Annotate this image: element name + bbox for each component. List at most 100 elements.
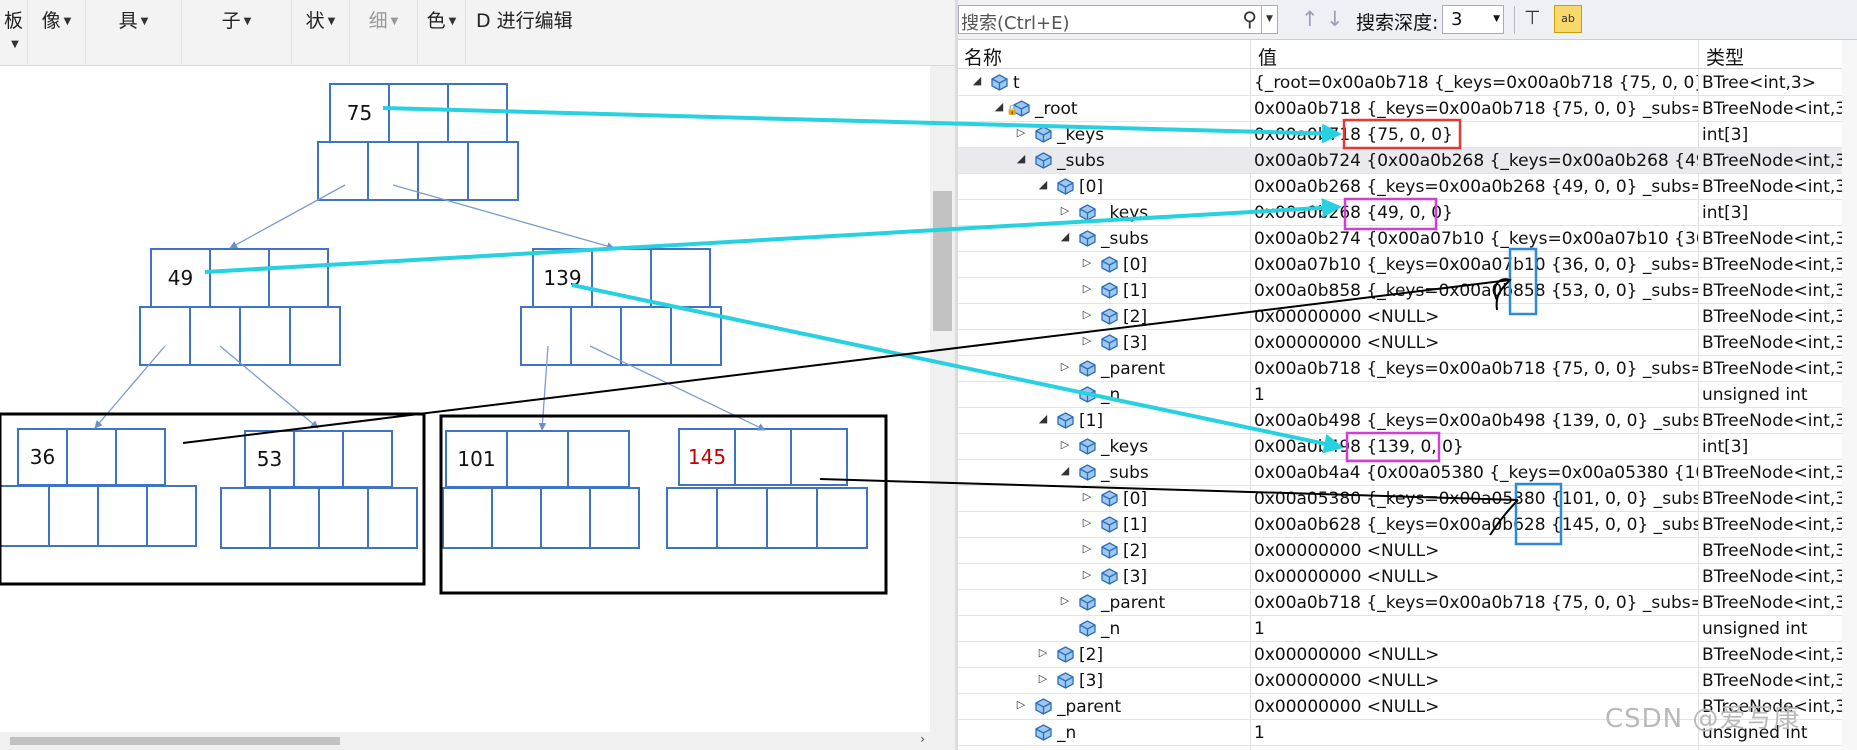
drawing-canvas[interactable] <box>0 66 930 732</box>
watch-row[interactable]: ▷[1]0x00a0b858 {_keys=0x00a0b858 {53, 0,… <box>958 278 1857 304</box>
variable-value[interactable]: 0x00a0b498 {_keys=0x00a0b498 {139, 0, 0}… <box>1254 411 1698 431</box>
collapse-icon[interactable]: ◢ <box>1060 230 1070 243</box>
expand-icon[interactable]: ▷ <box>1016 126 1026 139</box>
column-divider[interactable] <box>1698 40 1699 750</box>
expand-icon[interactable]: ▷ <box>1060 204 1070 217</box>
canvas-horizontal-scrollbar[interactable]: › <box>0 732 955 750</box>
collapse-icon[interactable]: ◢ <box>1038 412 1048 425</box>
variable-value[interactable]: 0x00a0b724 {0x00a0b268 {_keys=0x00a0b268… <box>1254 151 1698 171</box>
search-previous-icon[interactable]: ↑ <box>1301 7 1319 31</box>
watch-row[interactable]: ▷[2]0x00000000 <NULL>BTreeNode<int,3... <box>958 538 1857 564</box>
variable-value[interactable]: 0x00000000 <NULL> <box>1254 645 1440 665</box>
variable-value[interactable]: 0x00a0b268 {49, 0, 0} <box>1254 203 1453 223</box>
variable-value[interactable]: {_root=0x00a0b718 {_keys=0x00a0b718 {75,… <box>1254 73 1698 93</box>
expand-icon[interactable]: ▷ <box>1082 542 1092 555</box>
variable-value[interactable]: 0x00a0b268 {_keys=0x00a0b268 {49, 0, 0} … <box>1254 177 1698 197</box>
collapse-icon[interactable]: ◢ <box>994 100 1004 113</box>
watch-row[interactable]: ◢t{_root=0x00a0b718 {_keys=0x00a0b718 {7… <box>958 70 1857 96</box>
watch-row[interactable]: ▷[3]0x00000000 <NULL>BTreeNode<int,3... <box>958 564 1857 590</box>
column-value[interactable]: 值 <box>1258 47 1278 69</box>
variable-value[interactable]: 0x00a0b718 {75, 0, 0} <box>1254 125 1453 145</box>
ribbon-item-colors[interactable]: 色▼ <box>418 0 466 64</box>
search-next-icon[interactable]: ↓ <box>1326 7 1344 31</box>
watch-row[interactable]: ▷[3]0x00000000 <NULL>BTreeNode<int,3... <box>958 668 1857 694</box>
watch-scrollbar[interactable] <box>1842 40 1857 750</box>
variable-value[interactable]: 0x00a0b718 {_keys=0x00a0b718 {75, 0, 0} … <box>1254 593 1698 613</box>
watch-row[interactable]: ◢[0]0x00a0b268 {_keys=0x00a0b268 {49, 0,… <box>958 174 1857 200</box>
search-dropdown-icon[interactable]: ▼ <box>1261 6 1277 33</box>
watch-row[interactable]: ▷[3]0x00000000 <NULL>BTreeNode<int,3... <box>958 330 1857 356</box>
variable-value[interactable]: 0x00000000 <NULL> <box>1254 541 1440 561</box>
collapse-icon[interactable]: ◢ <box>1060 464 1070 477</box>
expand-icon[interactable]: ▷ <box>1082 282 1092 295</box>
expand-icon[interactable]: ▷ <box>1082 308 1092 321</box>
variable-value[interactable]: 0x00000000 <NULL> <box>1254 697 1440 717</box>
variable-value[interactable]: 0x00000000 <NULL> <box>1254 567 1440 587</box>
watch-row[interactable]: ▷[2]0x00000000 <NULL>BTreeNode<int,3... <box>958 304 1857 330</box>
variable-value[interactable]: 0x00a0b274 {0x00a07b10 {_keys=0x00a07b10… <box>1254 229 1698 249</box>
expand-icon[interactable]: ▷ <box>1060 360 1070 373</box>
column-type[interactable]: 类型 <box>1706 47 1745 69</box>
watch-row[interactable]: ▷[1]0x00a0b628 {_keys=0x00a0b628 {145, 0… <box>958 512 1857 538</box>
canvas-vertical-scrollbar[interactable] <box>930 66 955 732</box>
watch-row[interactable]: ◢[1]0x00a0b498 {_keys=0x00a0b498 {139, 0… <box>958 408 1857 434</box>
ribbon-item-image[interactable]: 像▼ <box>28 0 86 64</box>
expand-icon[interactable]: ▷ <box>1060 594 1070 607</box>
expand-icon[interactable]: ▷ <box>1082 334 1092 347</box>
variable-value[interactable]: 0x00a0b628 {_keys=0x00a0b628 {145, 0, 0}… <box>1254 515 1698 535</box>
expand-icon[interactable]: ▷ <box>1016 698 1026 711</box>
ribbon-item-board[interactable]: 板▼ <box>0 0 28 64</box>
variable-value[interactable]: 0x00a07b10 {_keys=0x00a07b10 {36, 0, 0} … <box>1254 255 1698 275</box>
variable-value[interactable]: 1 <box>1254 385 1265 405</box>
variable-value[interactable]: 0x00a0b718 {_keys=0x00a0b718 {75, 0, 0} … <box>1254 359 1698 379</box>
variable-value[interactable]: 1 <box>1254 619 1265 639</box>
expand-icon[interactable]: ▷ <box>1038 646 1048 659</box>
ribbon-item-tools[interactable]: 具▼ <box>86 0 182 64</box>
collapse-icon[interactable]: ◢ <box>1038 178 1048 191</box>
search-icon[interactable]: ⚲ <box>1242 7 1257 31</box>
watch-row[interactable]: ▷[0]0x00a05380 {_keys=0x00a05380 {101, 0… <box>958 486 1857 512</box>
variable-value[interactable]: 1 <box>1254 723 1265 743</box>
expand-icon[interactable]: ▷ <box>1082 256 1092 269</box>
column-name[interactable]: 名称 <box>964 47 1003 69</box>
expand-icon[interactable]: ▷ <box>1060 438 1070 451</box>
expand-icon[interactable]: ▷ <box>1038 672 1048 685</box>
collapse-icon[interactable]: ◢ <box>972 74 982 87</box>
watch-row[interactable]: ▷[2]0x00000000 <NULL>BTreeNode<int,3... <box>958 642 1857 668</box>
variable-value[interactable]: 0x00000000 <NULL> <box>1254 671 1440 691</box>
variable-value[interactable]: 0x00a0b4a4 {0x00a05380 {_keys=0x00a05380… <box>1254 463 1698 483</box>
variable-value[interactable]: 0x00000000 <NULL> <box>1254 333 1440 353</box>
collapse-icon[interactable]: ◢ <box>1016 152 1026 165</box>
expand-icon[interactable]: ▷ <box>1082 516 1092 529</box>
scroll-thumb[interactable] <box>10 737 340 745</box>
search-input[interactable]: 搜索(Ctrl+E) ⚲ ▼ <box>958 5 1278 34</box>
expand-icon[interactable]: ▷ <box>1082 490 1092 503</box>
expand-icon[interactable]: ▷ <box>1082 568 1092 581</box>
variable-value[interactable]: 0x00a0b718 {_keys=0x00a0b718 {75, 0, 0} … <box>1254 99 1698 119</box>
ribbon-item-shapes[interactable]: 状▼ <box>292 0 350 64</box>
view-as-text-icon[interactable]: ab <box>1554 5 1582 33</box>
scroll-thumb[interactable] <box>933 191 952 331</box>
pin-icon[interactable]: ⊤ <box>1524 7 1541 29</box>
scroll-right-icon[interactable]: › <box>920 732 925 746</box>
variable-value[interactable]: 0x00a0b498 {139, 0, 0} <box>1254 437 1464 457</box>
variable-value[interactable]: 0x00000000 <NULL> <box>1254 307 1440 327</box>
ribbon-item-brushes[interactable]: 子▼ <box>182 0 292 64</box>
ribbon-item-edit-3d[interactable]: D 进行编辑 <box>476 10 573 32</box>
watch-row[interactable]: ▷[0]0x00a07b10 {_keys=0x00a07b10 {36, 0,… <box>958 252 1857 278</box>
search-depth-select[interactable]: 3 ▼ <box>1442 5 1504 34</box>
variable-value[interactable]: 0x00a0b858 {_keys=0x00a0b858 {53, 0, 0} … <box>1254 281 1698 301</box>
